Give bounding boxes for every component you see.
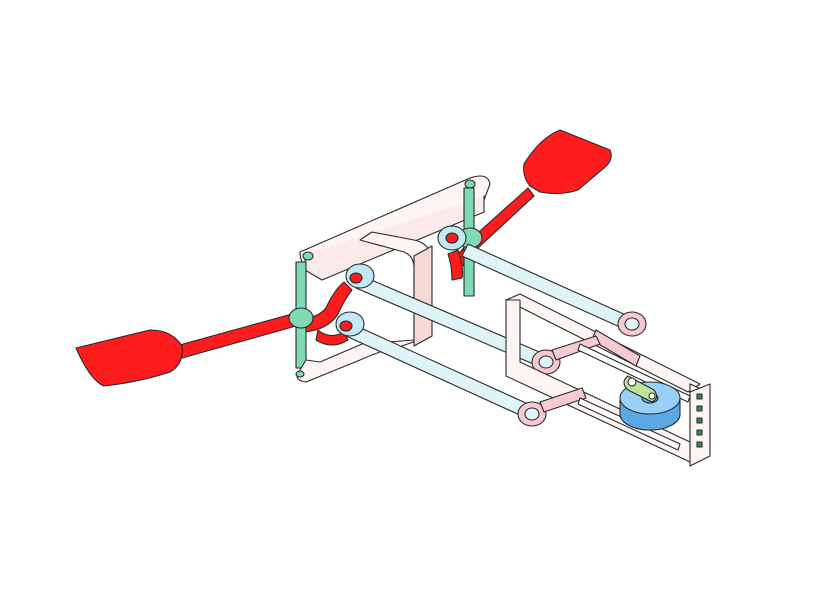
slot-marker-5 [696, 441, 703, 448]
left-post-collar [288, 307, 314, 329]
left-paddle [75, 329, 183, 387]
left-crank-lower [315, 329, 349, 346]
right-crank-bend [447, 249, 464, 281]
rocker-link-middle [551, 335, 601, 361]
right-paddle [523, 129, 612, 195]
rocker-link-lower [539, 387, 587, 413]
slot-marker-1 [696, 393, 703, 400]
frame-bracket-side [413, 245, 433, 347]
housing-end-plate [689, 383, 711, 467]
frame-hole-bottom [295, 370, 305, 378]
slot-marker-4 [696, 429, 703, 436]
frame-hole-right [464, 179, 476, 189]
slot-marker-2 [696, 405, 703, 412]
left-paddle-shaft [175, 313, 297, 359]
slot-marker-3 [696, 417, 703, 424]
frame-hole-left [302, 251, 314, 261]
